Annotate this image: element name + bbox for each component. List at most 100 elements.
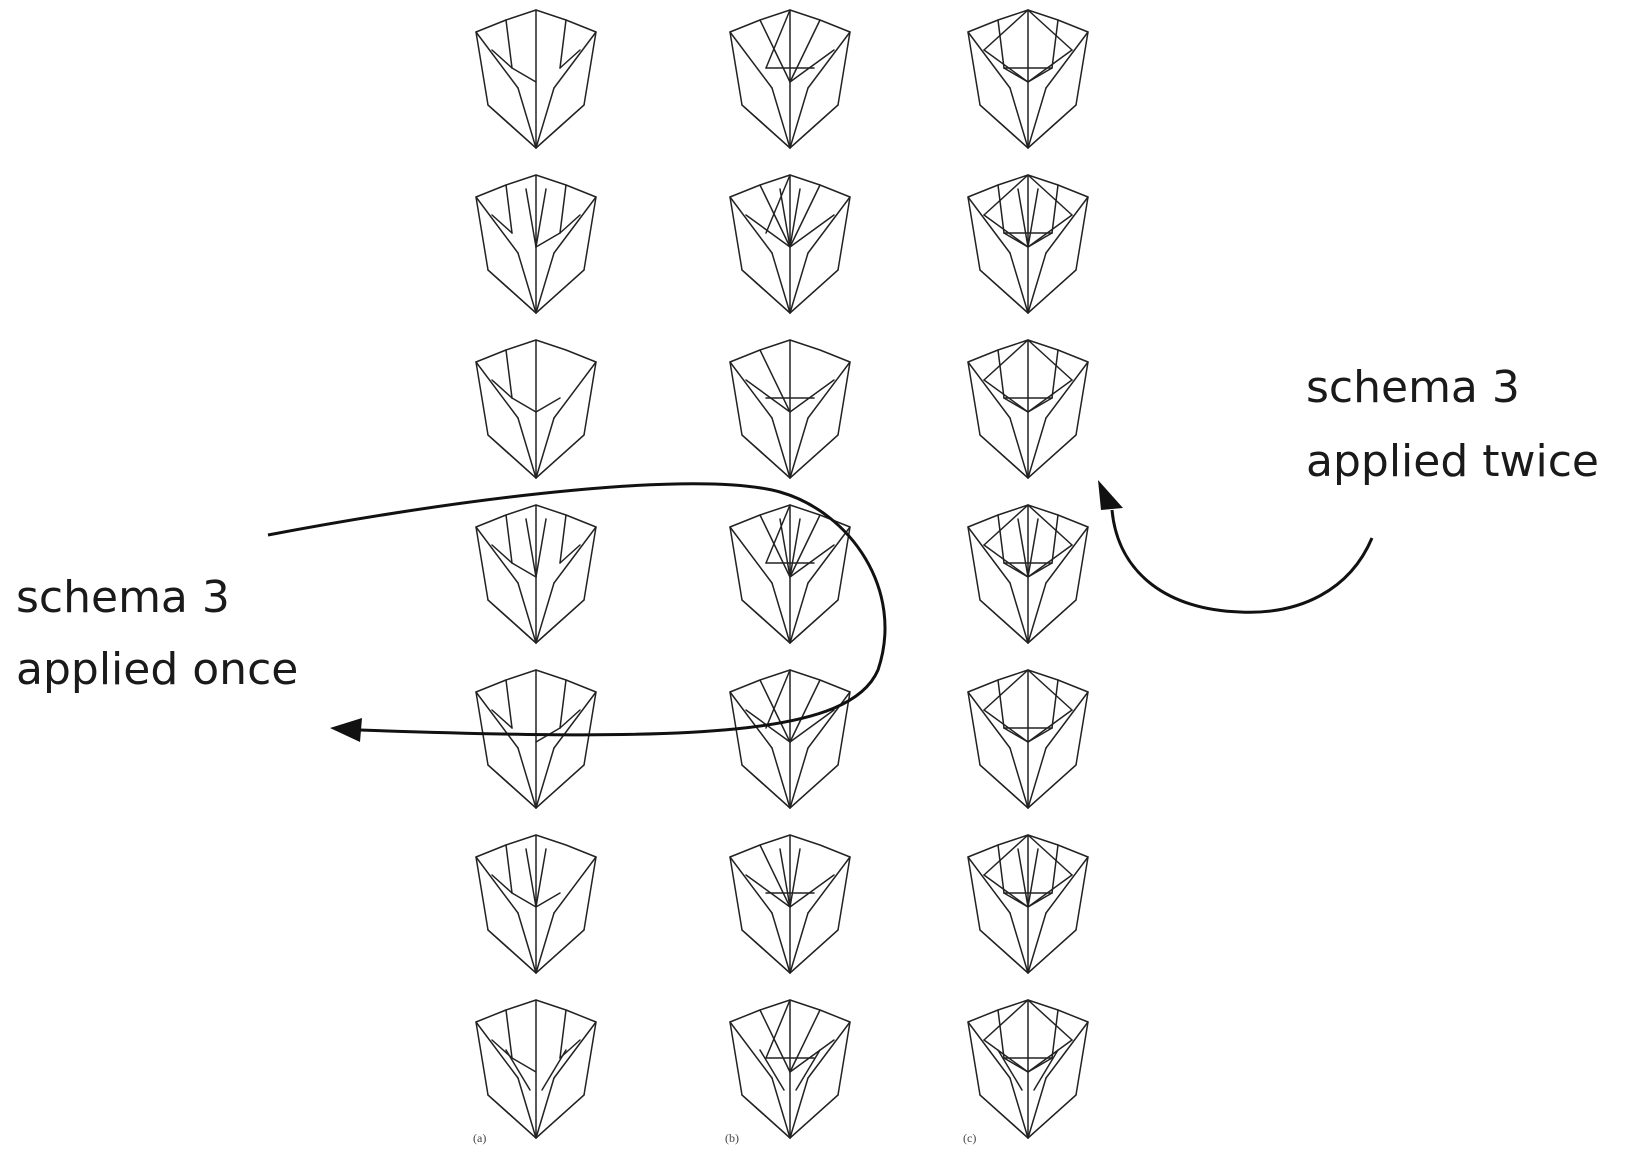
fold-line [997,1009,1005,1059]
fold-line [1051,19,1059,69]
fold-line [475,31,519,89]
fold-line [983,834,1029,876]
fold-line [491,379,513,399]
applied-once-label-line1: schema 3 [16,572,230,623]
fold-line [505,19,513,69]
crystal-figure-a-1 [475,9,597,149]
fold-line [1017,518,1029,578]
fold-line [741,269,791,314]
fold-line [1027,434,1077,479]
fold-line [983,9,1029,51]
fold-line [559,679,567,729]
fold-line [487,104,537,149]
fold-line [1027,252,1047,314]
fold-line [729,526,773,584]
fold-line [997,184,1005,234]
fold-line [517,252,537,314]
fold-line [771,747,791,809]
fold-line [535,1077,555,1139]
fold-line [983,339,1029,381]
fold-line [729,361,773,419]
fold-line [487,1094,537,1139]
fold-line [525,848,537,908]
fold-line [983,49,1029,83]
fold-line [1027,269,1077,314]
fold-line [553,856,597,914]
fold-line [967,691,1011,749]
fold-line [789,874,835,908]
fold-line [475,361,519,419]
fold-line [559,709,581,729]
fold-line [983,669,1029,711]
fold-line [1027,912,1047,974]
fold-line [745,379,791,413]
applied-once-arrow [267,482,887,742]
column-label-c: (c) [963,1131,976,1145]
fold-line [535,417,555,479]
fold-line [1027,379,1073,413]
fold-line [535,87,555,149]
crystal-figure-a-4 [475,504,597,644]
fold-line [983,999,1029,1041]
fold-line [535,232,561,248]
fold-line [997,349,1005,399]
fold-line [553,526,597,584]
figure-grid [475,9,1089,1139]
fold-line [553,691,597,749]
fold-line [535,1094,585,1139]
fold-line [535,764,585,809]
fold-line [517,747,537,809]
fold-line [789,434,839,479]
fold-line [997,679,1005,729]
crystal-figure-c-5 [967,669,1089,809]
fold-line [535,188,547,248]
fold-line [1027,1039,1073,1073]
fold-line [1027,214,1073,248]
fold-line [741,434,791,479]
fold-line [535,397,561,413]
fold-line [1027,504,1073,546]
fold-line [789,184,821,248]
crystal-figure-c-3 [967,339,1089,479]
fold-line [997,19,1005,69]
fold-line [559,514,567,564]
fold-line [765,9,791,69]
fold-line [789,582,809,644]
fold-line [475,1021,519,1079]
fold-line [1045,526,1089,584]
fold-line [553,361,597,419]
fold-line [789,679,821,743]
fold-line [779,188,791,248]
fold-line [979,599,1029,644]
fold-line [1033,1049,1059,1091]
fold-line [789,514,821,578]
fold-line [807,31,851,89]
fold-line [475,691,519,749]
fold-line [553,1021,597,1079]
fold-line [491,874,513,894]
fold-line [559,544,581,564]
fold-line [759,349,791,413]
fold-line [1027,339,1073,381]
fold-line [535,599,585,644]
column-label-a: (a) [473,1131,486,1145]
fold-line [967,196,1011,254]
fold-line [967,1021,1011,1079]
fold-line [1009,87,1029,149]
fold-line [1009,1077,1029,1139]
fold-line [983,174,1029,216]
fold-line [535,582,555,644]
fold-line [807,1021,851,1079]
crystal-figure-b-1 [729,9,851,149]
fold-line [765,504,791,564]
fold-line [759,1009,791,1073]
fold-line [789,188,801,248]
fold-line [559,49,581,69]
fold-line [745,214,791,248]
fold-line [517,582,537,644]
fold-line [1045,1021,1089,1079]
fold-line [1051,679,1059,729]
fold-line [1027,49,1073,83]
fold-line [491,544,513,564]
applied-once-label-line2: applied once [16,644,298,695]
